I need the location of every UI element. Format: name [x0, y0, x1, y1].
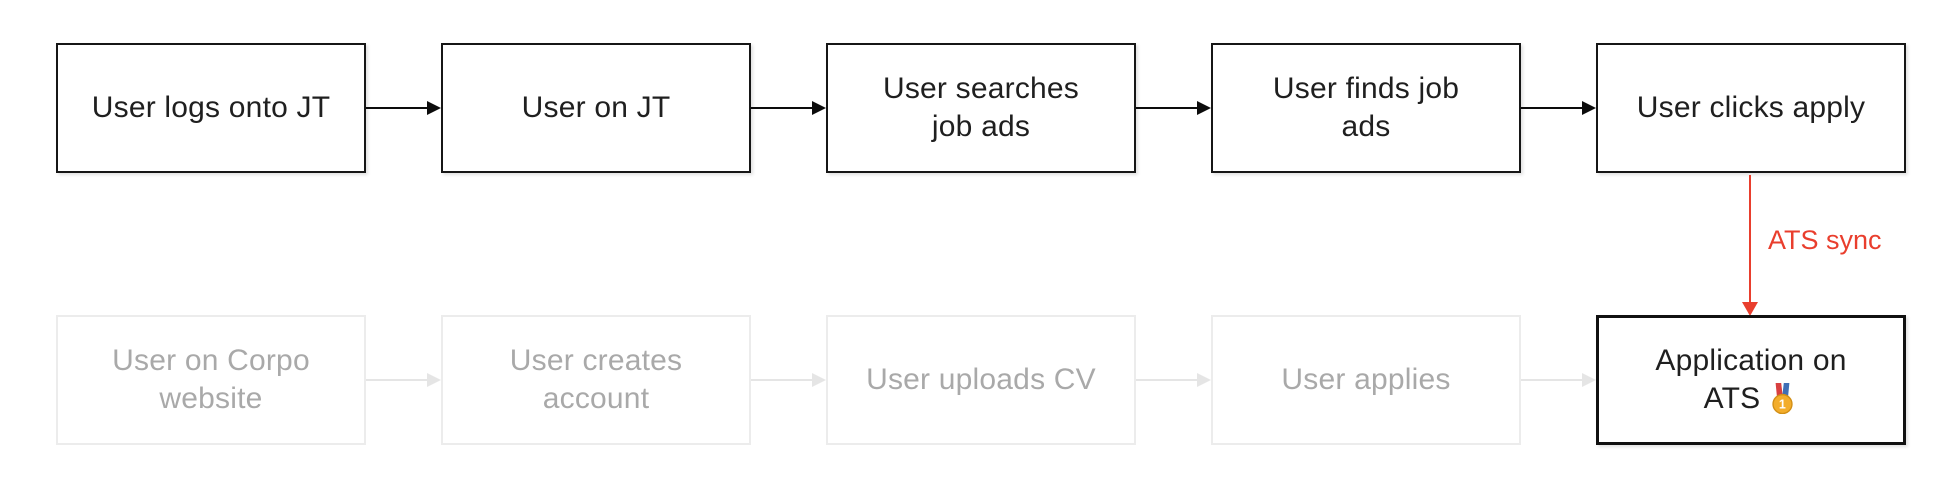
node-user-clicks-apply[interactable]: User clicks apply: [1596, 43, 1906, 173]
arrow-shaft: [1136, 106, 1200, 110]
arrow-head-down-icon: [1742, 302, 1758, 316]
arrow-head-icon: [1582, 100, 1596, 115]
arrow-shaft: [366, 106, 430, 110]
node-label: User searches job ads: [882, 72, 1079, 143]
node-label: User creates account: [509, 344, 683, 415]
node-label: User applies: [1281, 363, 1451, 396]
ats-sync-label[interactable]: ATS sync: [1768, 225, 1882, 255]
node-label: User logs onto JT: [91, 91, 331, 124]
node-label: User finds job ads: [1272, 72, 1460, 143]
arrow-shaft: [1521, 378, 1585, 382]
node-user-searches-job-ads[interactable]: User searches job ads: [826, 43, 1136, 173]
arrow-shaft: [366, 378, 430, 382]
node-user-on-corpo-website[interactable]: User on Corpo website: [56, 315, 366, 445]
arrow-shaft: [751, 106, 815, 110]
arrow-shaft: [1748, 175, 1752, 304]
arrow-head-icon: [1197, 372, 1211, 387]
node-label-text: Application on ATS: [1655, 344, 1847, 415]
node-label: User clicks apply: [1636, 91, 1866, 124]
node-user-logs-onto-jt[interactable]: User logs onto JT: [56, 43, 366, 173]
node-label: User uploads CV: [866, 363, 1096, 396]
arrow-head-icon: [812, 100, 826, 115]
node-user-uploads-cv[interactable]: User uploads CV: [826, 315, 1136, 445]
node-user-creates-account[interactable]: User creates account: [441, 315, 751, 445]
arrow-head-icon: [812, 372, 826, 387]
node-user-on-jt[interactable]: User on JT: [441, 43, 751, 173]
first-place-medal-icon: 1: [1772, 383, 1794, 414]
svg-text:1: 1: [1779, 397, 1786, 411]
arrow-shaft: [1521, 106, 1585, 110]
node-user-finds-job-ads[interactable]: User finds job ads: [1211, 43, 1521, 173]
arrow-head-icon: [1582, 372, 1596, 387]
arrow-head-icon: [1197, 100, 1211, 115]
arrow-head-icon: [427, 372, 441, 387]
arrow-head-icon: [427, 100, 441, 115]
arrow-shaft: [751, 378, 815, 382]
arrow-shaft: [1136, 378, 1200, 382]
node-label: User on Corpo website: [112, 344, 310, 415]
node-user-applies[interactable]: User applies: [1211, 315, 1521, 445]
node-label: User on JT: [521, 91, 671, 124]
